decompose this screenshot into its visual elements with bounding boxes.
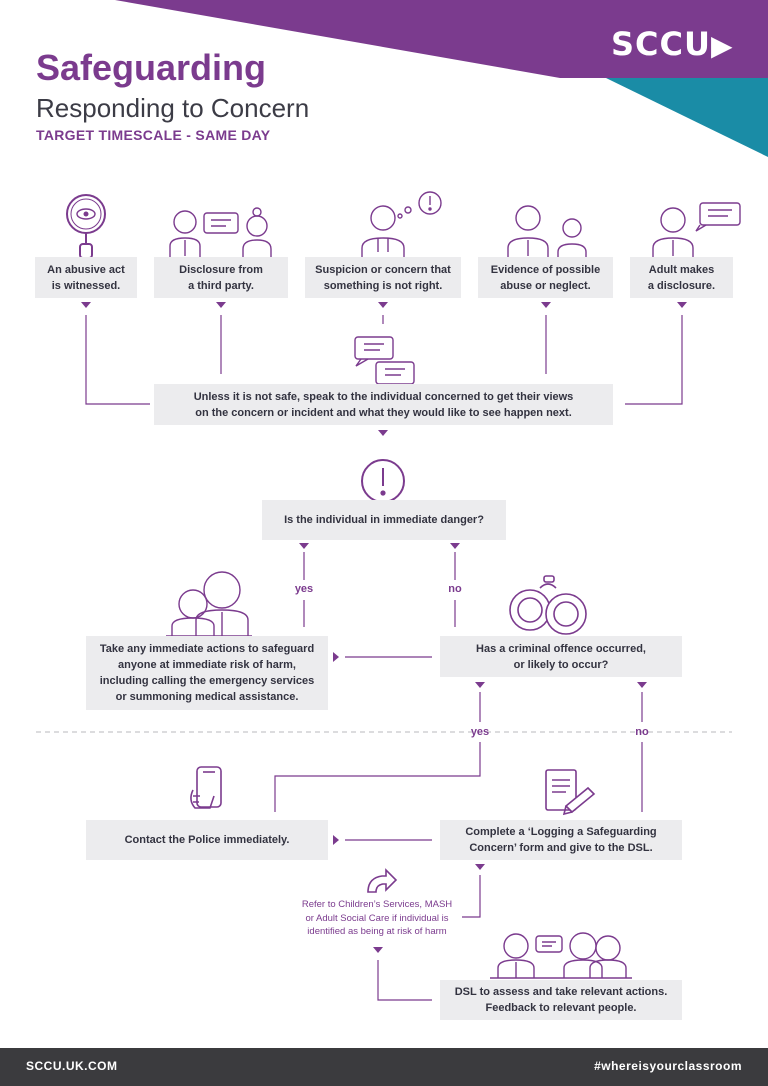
thinking-person-icon <box>361 191 442 258</box>
footer-bar <box>0 1048 768 1086</box>
label-criminal-no: no <box>635 726 649 738</box>
phone-in-hand-icon <box>190 766 222 809</box>
step-contact-police: Contact the Police immediately. <box>86 820 328 860</box>
label-criminal-yes: yes <box>470 726 490 738</box>
adult-and-child-icon <box>500 205 594 259</box>
exclamation-icon <box>361 459 405 503</box>
handcuffs-icon <box>509 575 587 635</box>
page-subtitle: Responding to Concern <box>36 93 310 123</box>
two-people-talking-icon <box>164 207 280 259</box>
refer-arrow-icon <box>367 868 398 893</box>
refer-note: Refer to Children’s Services, MASH or Ad… <box>301 899 453 937</box>
question-immediate-danger: Is the individual in immediate danger? <box>262 500 506 540</box>
label-danger-no: no <box>448 583 462 595</box>
footer-hashtag: #whereisyourclassroom <box>594 1059 742 1073</box>
label-danger-yes: yes <box>294 583 314 595</box>
two-people-icon <box>166 571 252 637</box>
dsl-team-icon <box>490 932 632 979</box>
form-with-pen-icon <box>545 769 596 816</box>
magnifier-eye-icon <box>66 194 106 259</box>
adult-speaking-icon <box>652 202 741 258</box>
step-speak-to-individual: Unless it is not safe, speak to the indi… <box>154 384 613 425</box>
page-title: Safeguarding <box>36 47 267 88</box>
header-banner <box>115 0 768 157</box>
target-timescale: TARGET TIMESCALE - SAME DAY <box>36 127 271 143</box>
step-dsl-assess: DSL to assess and take relevant actions.… <box>440 980 682 1020</box>
footer-website-link[interactable]: SCCU.UK.COM <box>26 1059 118 1073</box>
question-criminal-offence: Has a criminal offence occurred,or likel… <box>440 636 682 677</box>
speech-bubbles-icon <box>354 336 415 392</box>
sccu-logo[interactable]: SCCU▶ <box>611 25 734 63</box>
